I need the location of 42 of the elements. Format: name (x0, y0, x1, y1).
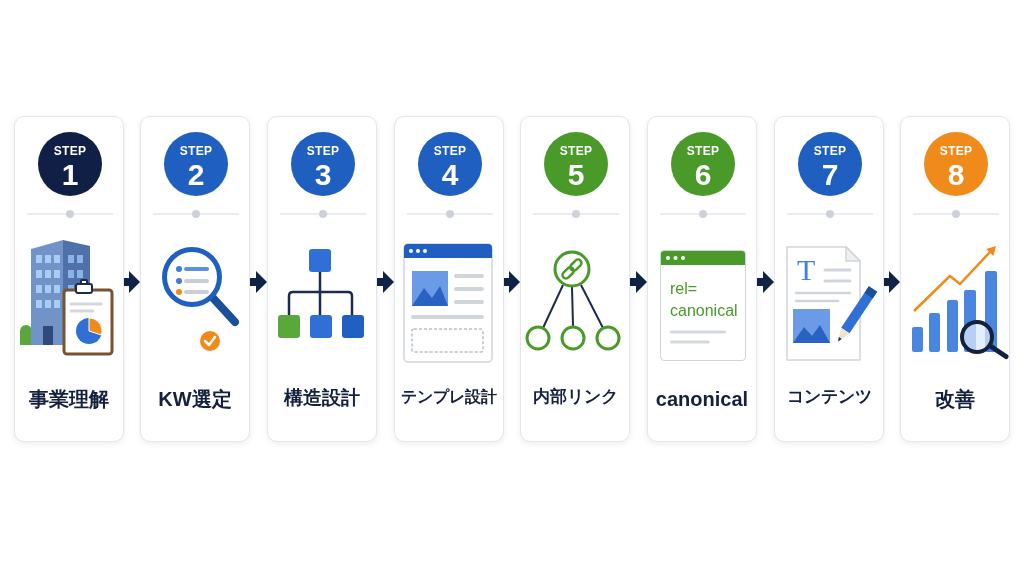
step-label: KW選定 (158, 387, 232, 411)
step-number: 8 (947, 160, 965, 190)
step-number: 1 (61, 160, 79, 190)
step-number: 6 (694, 160, 712, 190)
arrow (630, 271, 647, 293)
step-number: 3 (314, 160, 332, 190)
step-number: 7 (821, 160, 839, 190)
step-label: テンプレ設計 (401, 387, 497, 407)
badge-caption: STEP (179, 145, 213, 157)
badge-caption: STEP (813, 145, 847, 157)
step-label: 事業理解 (29, 387, 109, 411)
arrow (884, 271, 900, 293)
badge-caption: STEP (306, 145, 340, 157)
badge-caption: STEP (433, 145, 467, 157)
arrow (377, 271, 394, 293)
step-card (14, 116, 124, 442)
text-format-symbol: T (797, 255, 816, 285)
step-card (140, 116, 250, 442)
badge-caption: STEP (939, 145, 973, 157)
arrow (757, 271, 774, 293)
step-label: 構造設計 (284, 387, 360, 410)
step-label: 改善 (935, 387, 975, 411)
step-card (774, 116, 884, 442)
step-number: 2 (187, 160, 205, 190)
step-number: 4 (441, 160, 459, 190)
step-label: 内部リンク (532, 387, 618, 408)
step-card (900, 116, 1010, 442)
badge-caption: STEP (559, 145, 593, 157)
step-number: 5 (567, 160, 585, 190)
step-card (394, 116, 504, 442)
step-label: コンテンツ (786, 387, 872, 408)
step-card (267, 116, 377, 442)
arrow (124, 271, 140, 293)
badge-caption: STEP (53, 145, 87, 157)
arrow (250, 271, 267, 293)
step-card (647, 116, 757, 442)
code-text: rel= canonical (670, 279, 739, 321)
browser-window (660, 250, 746, 361)
arrow (504, 271, 520, 293)
step-label: canonical (655, 387, 749, 411)
step-card (520, 116, 630, 442)
badge-caption: STEP (686, 145, 720, 157)
